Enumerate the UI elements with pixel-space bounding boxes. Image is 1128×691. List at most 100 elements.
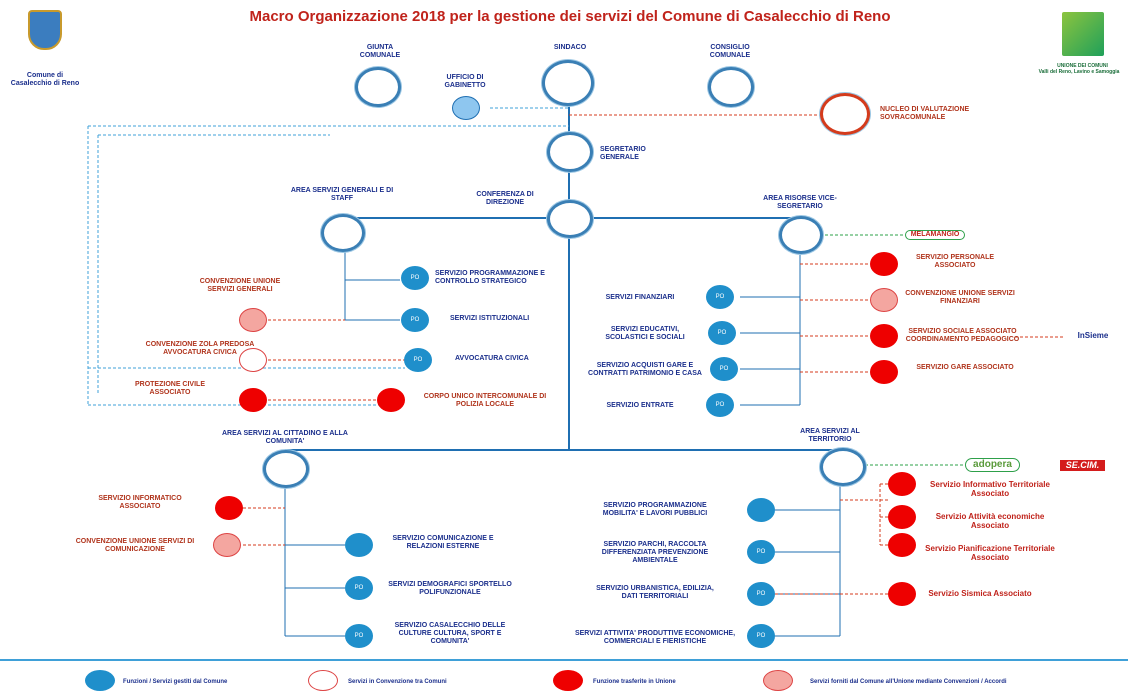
area-territorio-landscape-icon — [820, 448, 866, 486]
segretario-label: SEGRETARIO GENERALE — [600, 146, 646, 161]
po-label: PO — [410, 317, 420, 323]
polizia-node — [377, 388, 405, 412]
gare-label: SERVIZIO GARE ASSOCIATO — [916, 364, 1014, 371]
page-title: Macro Organizzazione 2018 per la gestion… — [249, 8, 891, 25]
po-label: PO — [719, 366, 729, 372]
mobilita-node — [747, 498, 775, 522]
legend-red-label: Funzione trasferite in Unione — [593, 679, 676, 685]
po-label: PO — [717, 330, 727, 336]
po-label: PO — [715, 294, 725, 300]
conv-fin-label: CONVENZIONE UNIONE SERVIZI FINANZIARI — [905, 290, 1015, 305]
informatico-node — [215, 496, 243, 520]
sindaco-person-icon — [542, 60, 594, 106]
conv-zola-node — [239, 348, 267, 372]
po-label: PO — [756, 591, 766, 597]
comunicazione-label: SERVIZIO COMUNICAZIONE E RELAZIONI ESTER… — [392, 535, 494, 550]
area-generali-title: AREA SERVIZI GENERALI E DI STAFF — [290, 187, 394, 202]
educativi-label: SERVIZI EDUCATIVI, SCOLASTICI E SOCIALI — [605, 326, 685, 341]
legend-white-swatch — [308, 670, 338, 691]
sismica-node — [888, 582, 916, 606]
finanziari-label: SERVIZI FINANZIARI — [605, 294, 675, 301]
protezione-node — [239, 388, 267, 412]
pianificazione-node — [888, 533, 916, 557]
entrate-label: SERVIZIO ENTRATE — [606, 402, 674, 409]
legend-white-label: Servizi in Convenzione tra Comuni — [348, 679, 447, 685]
unione-logo-icon — [1062, 12, 1104, 56]
po-label: PO — [354, 633, 364, 639]
pianificazione-label: Servizio Pianificazione Territoriale Ass… — [925, 544, 1055, 562]
legend-blue-label: Funzioni / Servizi gestiti dal Comune — [123, 679, 228, 685]
conferenza-group-icon — [547, 200, 593, 238]
avvocatura-label: AVVOCATURA CIVICA — [455, 355, 529, 362]
culture-node: PO — [345, 624, 373, 648]
conferenza-label: CONFERENZA DI DIREZIONE — [476, 191, 534, 206]
giunta-people-icon — [355, 67, 401, 107]
informativo-node — [888, 472, 916, 496]
sindaco-label: SINDACO — [553, 44, 587, 51]
urbanistica-label: SERVIZIO URBANISTICA, EDILIZIA, DATI TER… — [596, 585, 714, 600]
produttive-label: SERVIZI ATTIVITA' PRODUTTIVE ECONOMICHE,… — [574, 630, 736, 645]
po-label: PO — [756, 549, 766, 555]
sociale-label: SERVIZIO SOCIALE ASSOCIATO COORDINAMENTO… — [905, 328, 1020, 343]
mobilita-label: SERVIZIO PROGRAMMAZIONE MOBILITA' E LAVO… — [602, 502, 708, 517]
po-label: PO — [715, 402, 725, 408]
secim-logo: SE.CIM. — [1060, 460, 1105, 471]
gare-node — [870, 360, 898, 384]
programmazione-label: SERVIZIO PROGRAMMAZIONE E CONTROLLO STRA… — [435, 270, 545, 285]
demografici-label: SERVIZI DEMOGRAFICI SPORTELLO POLIFUNZIO… — [388, 581, 512, 596]
gabinetto-label: UFFICIO DI GABINETTO — [444, 74, 486, 89]
culture-label: SERVIZIO CASALECCHIO DELLE CULTURE CULTU… — [394, 622, 506, 645]
conv-zola-label: CONVENZIONE ZOLA PREDOSA AVVOCATURA CIVI… — [145, 341, 255, 356]
conv-unione-node — [239, 308, 267, 332]
urbanistica-node: PO — [747, 582, 775, 606]
parchi-label: SERVIZIO PARCHI, RACCOLTA DIFFERENZIATA … — [601, 541, 709, 564]
economiche-node — [888, 505, 916, 529]
giunta-label: GIUNTA COMUNALE — [359, 44, 401, 59]
insieme-logo: InSieme — [1077, 331, 1109, 340]
nucleo-person-icon — [820, 93, 870, 135]
acquisti-label: SERVIZIO ACQUISTI GARE E CONTRATTI PATRI… — [588, 362, 702, 377]
right-logo-line2: Valli del Reno, Lavino e Samoggia — [1038, 69, 1120, 75]
area-generali-books-icon — [321, 214, 365, 252]
conv-com-label: CONVENZIONE UNIONE SERVIZI DI COMUNICAZI… — [75, 538, 195, 553]
conv-com-node — [213, 533, 241, 557]
economiche-label: Servizio Attività economiche Associato — [935, 512, 1045, 530]
personale-label: SERVIZIO PERSONALE ASSOCIATO — [915, 254, 995, 269]
melamangio-logo: MELAMANGIO — [905, 230, 965, 240]
conv-fin-node — [870, 288, 898, 312]
area-cittadino-houses-icon — [263, 450, 309, 488]
area-territorio-title: AREA SERVIZI AL TERRITORIO — [800, 428, 860, 443]
right-logo-line1: UNIONE DEI COMUNI — [1057, 63, 1108, 69]
polizia-label: CORPO UNICO INTERCOMUNALE DI POLIZIA LOC… — [423, 393, 547, 408]
po-label: PO — [413, 357, 423, 363]
gabinetto-node — [452, 96, 480, 120]
educativi-node: PO — [708, 321, 736, 345]
nucleo-label: NUCLEO DI VALUTAZIONE SOVRACOMUNALE — [880, 106, 970, 121]
legend-pink-swatch — [763, 670, 793, 691]
area-risorse-calculator-icon — [779, 216, 823, 254]
casalecchio-crest-icon — [28, 10, 62, 50]
consiglio-label: CONSIGLIO COMUNALE — [709, 44, 751, 59]
avvocatura-node: PO — [404, 348, 432, 372]
entrate-node: PO — [706, 393, 734, 417]
sismica-label: Servizio Sismica Associato — [928, 589, 1032, 598]
istituzionali-node: PO — [401, 308, 429, 332]
protezione-label: PROTEZIONE CIVILE ASSOCIATO — [134, 381, 205, 396]
demografici-node: PO — [345, 576, 373, 600]
legend-blue-swatch — [85, 670, 115, 691]
consiglio-people-icon — [708, 67, 754, 107]
programmazione-node: PO — [401, 266, 429, 290]
adopera-logo: adopera — [965, 458, 1020, 472]
acquisti-node: PO — [710, 357, 738, 381]
informatico-label: SERVIZIO INFORMATICO ASSOCIATO — [98, 495, 182, 510]
segretario-person-icon — [547, 132, 593, 172]
po-label: PO — [756, 633, 766, 639]
istituzionali-label: SERVIZI ISTITUZIONALI — [450, 315, 530, 322]
po-label: PO — [410, 275, 420, 281]
po-label: PO — [354, 585, 364, 591]
area-cittadino-title: AREA SERVIZI AL CITTADINO E ALLA COMUNIT… — [221, 430, 348, 445]
area-risorse-title: AREA RISORSE VICE-SEGRETARIO — [763, 195, 837, 210]
conv-unione-label: CONVENZIONE UNIONE SERVIZI GENERALI — [199, 278, 281, 293]
produttive-node: PO — [747, 624, 775, 648]
sociale-node — [870, 324, 898, 348]
